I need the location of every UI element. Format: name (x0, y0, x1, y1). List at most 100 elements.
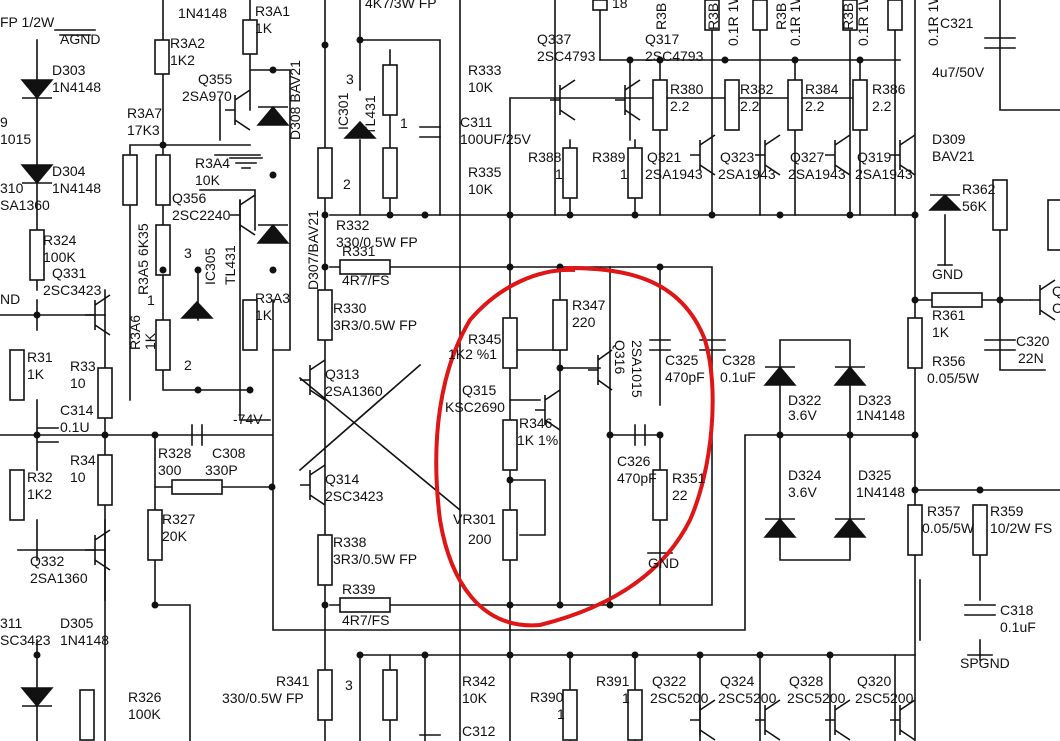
diode-d325 (833, 517, 867, 538)
label-d323: D323 (858, 392, 892, 408)
label-r3a1-value: 1K (255, 20, 273, 36)
label-q323-value: 2SA1943 (718, 166, 776, 182)
label-vr301-value: 200 (468, 531, 492, 547)
label-r339: R339 (342, 581, 376, 597)
label-r3a2: R3A2 (170, 35, 205, 51)
label-r351: R351 (672, 470, 706, 486)
label-q321-value: 2SA1943 (645, 166, 703, 182)
transistor-q355 (225, 89, 251, 131)
label-r3a4-value: 10K (195, 172, 221, 188)
label-r3a6: R3A6 (127, 315, 143, 350)
diode-d308 (256, 105, 290, 126)
label-d303: D303 (52, 62, 86, 78)
transistor-q314 (300, 464, 326, 506)
label-r347: R347 (572, 297, 606, 313)
label-q332: Q332 (30, 553, 64, 569)
resistors (9, 0, 1060, 741)
label-r333-value: 10K (468, 79, 494, 95)
label-r31-value: 1K (27, 366, 45, 382)
label-pin3b: 3 (346, 71, 354, 87)
label-r324-value: 100K (43, 249, 76, 265)
resistor-r324 (29, 229, 45, 281)
resistor-r3b3 (842, 0, 858, 31)
label-r345: R345 (468, 331, 502, 347)
highlight-circle (434, 266, 715, 628)
label-r328-value: 300 (158, 462, 182, 478)
capacitor-c321 (984, 37, 1016, 49)
label-01r2: 0.1R 1W (787, 0, 803, 46)
transistor-q356 (230, 194, 256, 236)
label-gnd1: GND (932, 266, 963, 282)
label-r3a6-value: 1K (142, 332, 158, 350)
resistor-r3a3 (242, 299, 258, 351)
label-r357-value: 0.05/5W (922, 520, 975, 536)
resistor-r3a1 (242, 19, 258, 55)
label-c321: C321 (940, 15, 974, 31)
diode-d305 (20, 687, 54, 708)
label-r3a2-value: 1K2 (170, 52, 195, 68)
resistor-r34 (97, 454, 113, 506)
label-r335: R335 (468, 164, 502, 180)
resistor-r345 (502, 317, 518, 369)
capacitor-c326 (634, 424, 646, 446)
label-r386: R386 (872, 81, 906, 97)
diode-d324 (763, 517, 797, 538)
label-d303-value: 1N4148 (52, 79, 101, 95)
label-r34: R34 (70, 452, 96, 468)
label-r3b3: R3B (773, 3, 789, 30)
label-r391: R391 (596, 673, 630, 689)
label-q322-value: 2SC5200 (650, 690, 709, 706)
label-r346: R346 (519, 415, 553, 431)
resistor-r3a6 (155, 319, 171, 371)
label-r347-value: 220 (572, 314, 596, 330)
label-r382-value: 2.2 (740, 98, 760, 114)
label-r327-value: 20K (162, 528, 188, 544)
label-r3b1: R3B (653, 3, 669, 30)
capacitor-c308 (191, 424, 203, 446)
label-r362: R362 (962, 181, 996, 197)
label-q313: Q313 (325, 366, 359, 382)
resistor-r330 (317, 289, 333, 341)
label-r3b2: R3B (705, 3, 721, 30)
capacitor-c314 (37, 427, 59, 443)
junctions (33, 36, 1004, 659)
label-r382: R382 (740, 81, 774, 97)
resistor-r3b4 (887, 0, 903, 31)
label-q327: Q327 (790, 149, 824, 165)
label-pin1b: 1 (400, 115, 408, 131)
label-c314: C314 (60, 402, 94, 418)
ground-agnd (54, 29, 953, 266)
capacitor-c320 (984, 339, 1016, 351)
resistor-r332 (317, 147, 333, 199)
resistor-r386 (852, 79, 868, 131)
resistor-r359 (972, 504, 988, 556)
label-top-18: 18 (612, 0, 628, 11)
label-d322: D322 (788, 392, 822, 408)
diode-d304 (20, 164, 54, 185)
transistor-qright (1030, 279, 1056, 321)
transistor-q337 (550, 79, 576, 121)
label-r359: R359 (990, 503, 1024, 519)
label-r361: R361 (932, 307, 966, 323)
label-q313-value: 2SA1360 (325, 383, 383, 399)
label-r3a7-value: 17K3 (127, 122, 160, 138)
label-d309-value: BAV21 (932, 148, 975, 164)
label-pin3c: 3 (345, 677, 353, 693)
transistor-q313 (300, 359, 326, 401)
label-r386-value: 2.2 (872, 98, 892, 114)
label-tl431a: TL431 (222, 245, 238, 285)
label-r32: R32 (27, 469, 53, 485)
label-r345-value: 1K2 %1 (448, 346, 497, 362)
label-r324: R324 (43, 232, 77, 248)
label-r331: R331 (342, 243, 376, 259)
label-d304-value: 1N4148 (52, 180, 101, 196)
label-nd: ND (0, 291, 20, 307)
label-q315: Q315 (462, 382, 496, 398)
label-r357: R357 (927, 503, 961, 519)
label-r326: R326 (128, 689, 162, 705)
label-r34-value: 10 (70, 469, 86, 485)
label-q331-value: 2SC3423 (43, 282, 102, 298)
label-r342-value: 10K (462, 690, 488, 706)
resistor-r382 (724, 79, 740, 131)
label-r3a5: R3A5 6K35 (135, 223, 151, 295)
